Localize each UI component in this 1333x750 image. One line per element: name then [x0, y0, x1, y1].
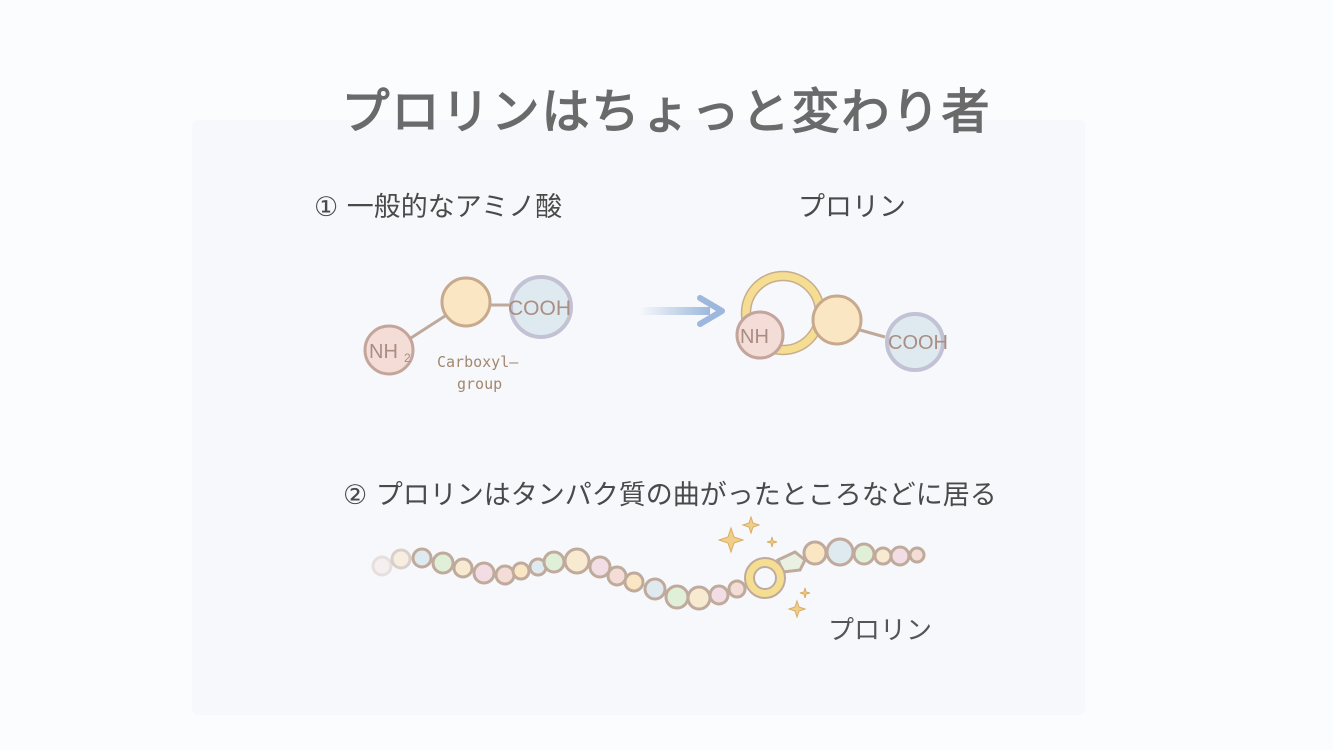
proline-heading: プロリン	[798, 192, 906, 223]
amino-acid-bead	[802, 540, 828, 566]
amino-acid-bead	[708, 584, 730, 606]
amino-acid-bead	[908, 546, 926, 564]
amino-acid-bead	[606, 565, 628, 587]
sparkle-icons	[717, 515, 811, 619]
amino-acid-bead	[825, 537, 855, 567]
amino-acid-bead	[852, 542, 876, 566]
protein-bend-heading: ② プロリンはタンパク質の曲がったところなどに居る	[343, 480, 997, 511]
carboxyl-note-line2: group	[457, 375, 502, 393]
proline-carboxyl-circle	[885, 312, 945, 372]
amino-acid-bead	[873, 546, 893, 566]
amino-acid-bead	[452, 557, 474, 579]
amino-acid-bead	[563, 547, 591, 575]
amino-acid-bead	[431, 551, 455, 575]
proline-ring-bead	[745, 558, 785, 598]
amino-acid-bead	[411, 547, 433, 569]
proline-chain-label: プロリン	[828, 616, 933, 646]
bond-line	[859, 328, 886, 339]
amino-acid-bead	[390, 548, 412, 570]
proline-carboxyl-label: COOH	[888, 332, 948, 354]
amino-acid-bead	[511, 561, 531, 581]
protein-chain	[371, 537, 926, 611]
carboxyl-circle	[509, 275, 573, 339]
amino-acid-bead	[727, 579, 747, 599]
proline-ring-bead-outline	[744, 557, 786, 599]
arrow-icon	[640, 295, 725, 327]
alpha-carbon-circle	[440, 276, 492, 328]
carboxyl-label: COOH	[508, 297, 571, 320]
amino-acid-bead	[643, 577, 667, 601]
general-amino-acid-heading: ① 一般的なアミノ酸	[314, 192, 563, 223]
amino-acid-bead	[371, 555, 393, 577]
proline-amine-label: NH	[740, 326, 769, 348]
slide-title: プロリンはちょっと変わり者	[341, 84, 992, 140]
amine-circle	[363, 324, 415, 376]
amino-acid-bead	[623, 571, 645, 593]
amino-acid-bead	[686, 585, 712, 611]
general-amino-acid: COOH NH 2 Carboxyl— group	[363, 275, 573, 393]
amino-acid-bead	[472, 561, 496, 585]
carboxyl-note-line1: Carboxyl—	[437, 353, 519, 371]
proline-alpha-carbon-circle	[811, 294, 863, 346]
amino-acid-bead	[542, 550, 566, 574]
proline-molecule: NH COOH	[735, 270, 948, 372]
slide-panel	[192, 120, 1085, 715]
amino-acid-bead	[889, 545, 911, 567]
amino-acid-bead	[664, 584, 690, 610]
proline-amine-circle	[735, 310, 785, 360]
amine-subscript: 2	[404, 351, 411, 365]
proline-ring-bead-inner	[753, 566, 777, 590]
amino-acid-bead	[494, 564, 516, 586]
amino-acid-bead	[588, 555, 612, 579]
amine-label: NH	[369, 341, 398, 363]
